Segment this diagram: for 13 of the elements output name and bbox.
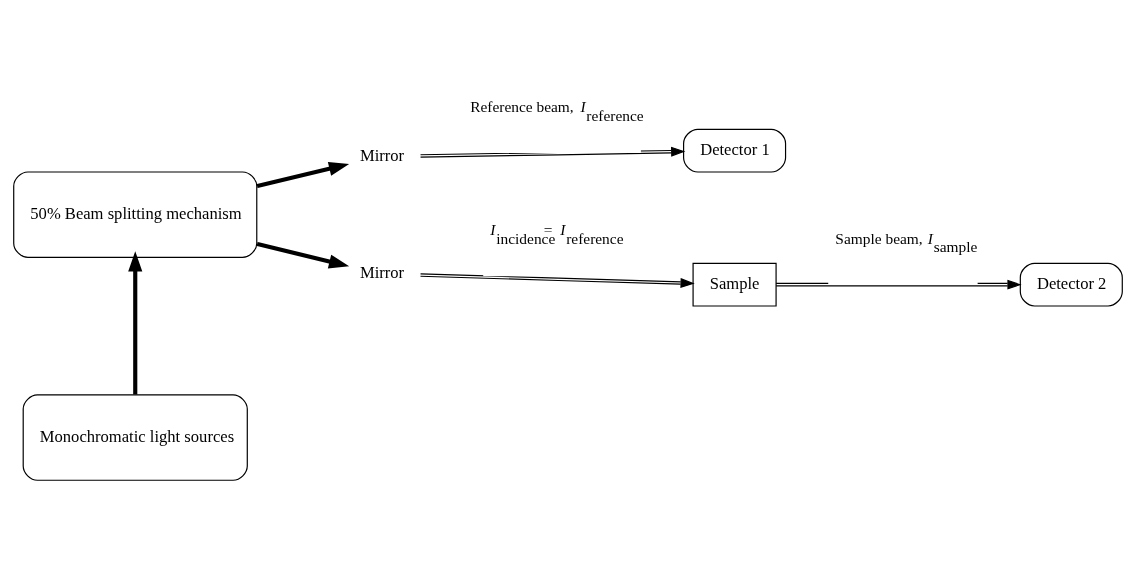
node-box: Detector 1 <box>683 128 787 173</box>
node-box: Monochromatic light sources <box>22 394 248 481</box>
arrow <box>419 273 695 288</box>
node-box: Sample <box>692 262 777 307</box>
node-box: Detector 2 <box>1019 262 1123 307</box>
arrow <box>419 146 686 158</box>
arrow <box>256 161 350 188</box>
arrow <box>256 241 350 269</box>
node-box: 50% Beam splitting mechanism <box>13 171 258 258</box>
arrow <box>775 279 1022 290</box>
node-text: Mirror <box>359 263 405 283</box>
node-text: Mirror <box>359 145 405 165</box>
arrow <box>128 251 143 395</box>
